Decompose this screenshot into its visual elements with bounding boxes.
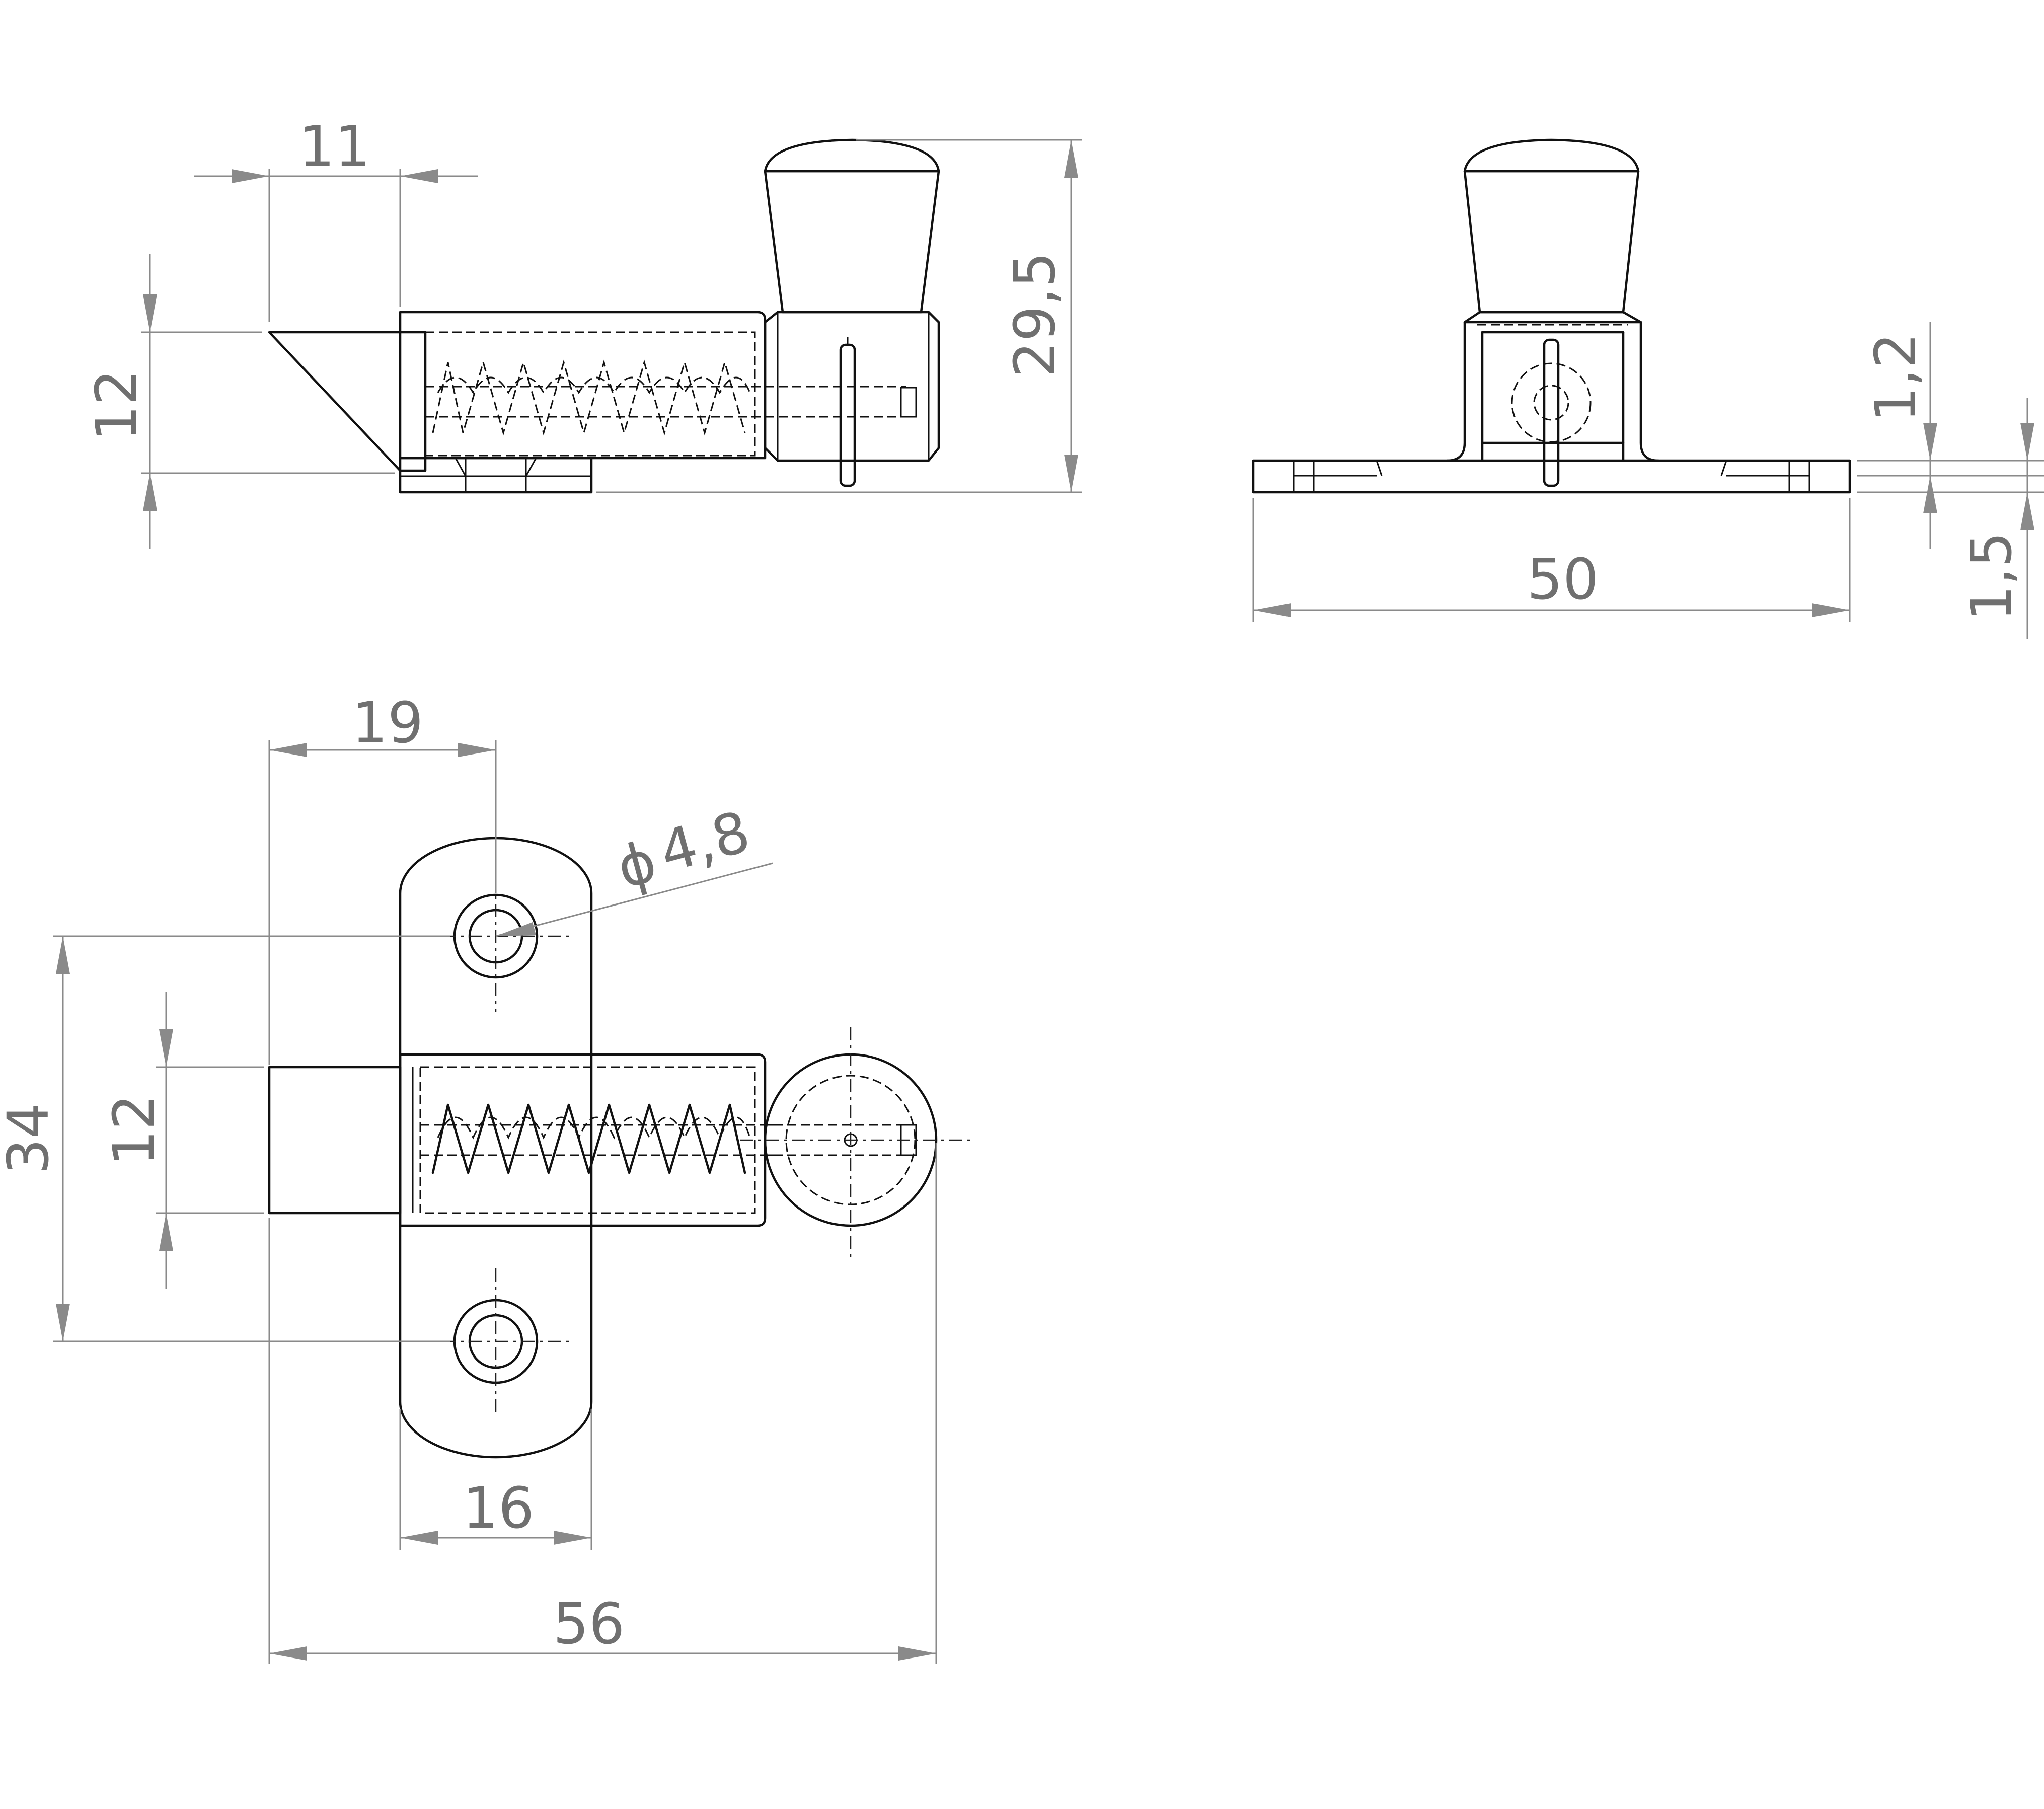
- side-cross-pin: [839, 343, 856, 487]
- dim-top-diameter-4-8: 4,8: [653, 799, 756, 885]
- end-knob: [1463, 170, 1640, 314]
- top-mounting-plate: [399, 837, 593, 1459]
- end-view: [1252, 138, 1851, 494]
- dim-top-56: 56: [553, 1592, 625, 1657]
- top-view: [268, 825, 971, 1459]
- end-cross-pin: [1543, 338, 1560, 487]
- end-knob-cap: [1463, 138, 1640, 173]
- top-latch-block: [268, 1066, 402, 1215]
- end-bolt-hidden: [1511, 362, 1592, 443]
- side-housing: [399, 311, 767, 460]
- dim-top-16: 16: [463, 1476, 535, 1541]
- side-view: [268, 138, 940, 494]
- side-knob: [764, 170, 940, 314]
- dim-end-50: 50: [1527, 547, 1599, 613]
- top-spring: [431, 1103, 746, 1174]
- side-knob-cap: [764, 138, 940, 173]
- side-latch-wedge: [268, 331, 427, 472]
- side-base-plate: [399, 457, 593, 494]
- dim-top-12: 12: [102, 1094, 167, 1166]
- dim-top-19: 19: [352, 691, 424, 756]
- dim-top-diameter-symbol: ϕ: [611, 828, 663, 901]
- dim-side-11: 11: [299, 114, 371, 180]
- end-housing-left: [1446, 321, 1466, 462]
- side-view-dimensions: 11 12 29,5: [84, 114, 1082, 549]
- top-housing: [399, 1053, 767, 1227]
- side-spring: [432, 359, 746, 436]
- dim-end-1-5: 1,5: [1959, 532, 2024, 621]
- dim-side-29-5: 29,5: [1003, 252, 1068, 377]
- end-housing-right: [1639, 321, 1660, 462]
- dim-end-1-2: 1,2: [1863, 333, 1929, 422]
- top-view-dimensions: 19 ϕ 4,8 34 12 16 56: [0, 691, 937, 1664]
- end-base-plate: [1252, 459, 1851, 494]
- end-view-dimensions: 1,2 1,5 50: [1252, 322, 2044, 639]
- dim-top-34: 34: [0, 1103, 61, 1175]
- dim-side-12: 12: [84, 369, 149, 441]
